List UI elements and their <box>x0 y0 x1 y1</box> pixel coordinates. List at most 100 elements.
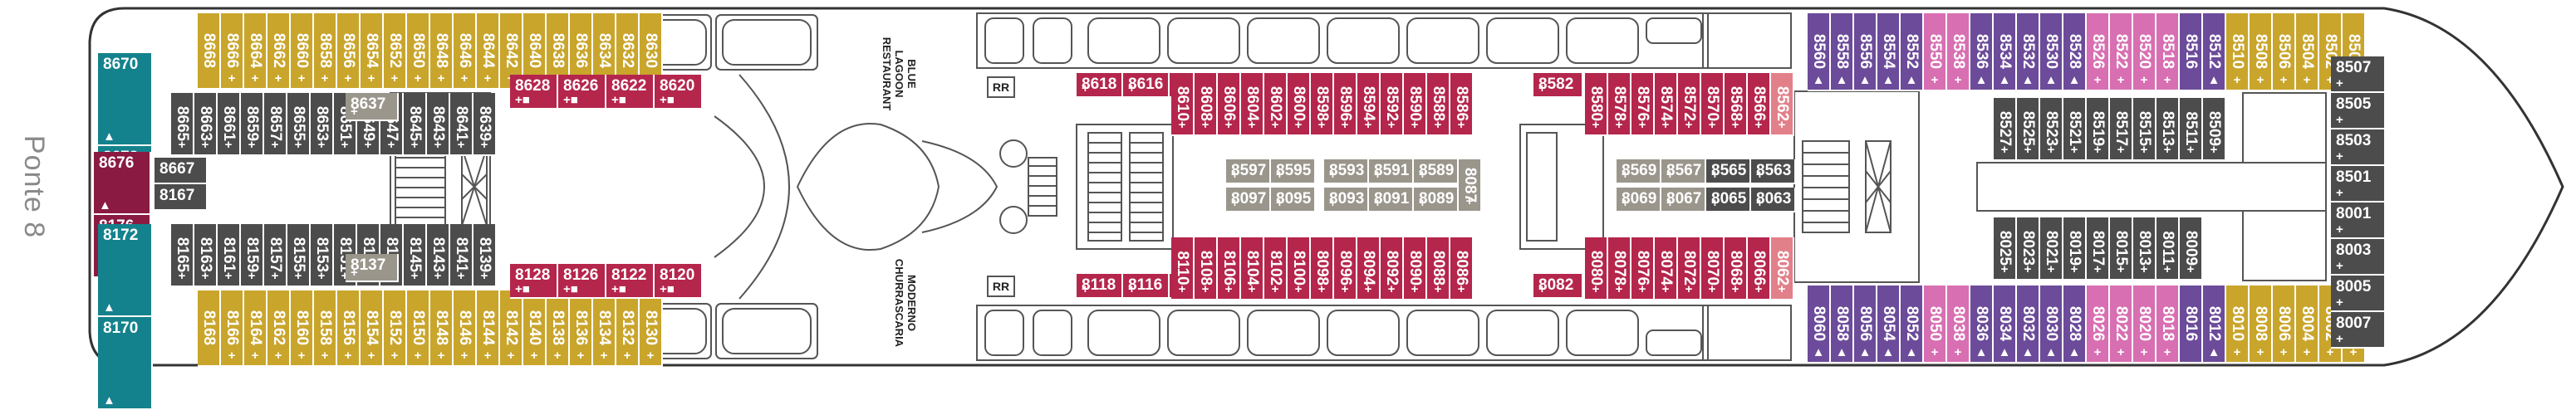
cabin-8143[interactable]: 8143+ <box>427 224 450 287</box>
cabin-8030[interactable]: 8030▲ <box>2040 286 2063 364</box>
cabin-8168[interactable]: 8168 <box>198 290 221 367</box>
cabin-8663[interactable]: 8663+ <box>194 93 218 156</box>
cabin-8594[interactable]: 8594+ <box>1357 73 1381 136</box>
cabin-8657[interactable]: 8657+ <box>264 93 287 156</box>
cabin-8086[interactable]: 8086+ <box>1450 237 1474 300</box>
cabin-8017[interactable]: 8017+ <box>2087 217 2110 281</box>
cabin-8153[interactable]: 8153+ <box>311 224 334 287</box>
cabin-8538[interactable]: 8538+ <box>1947 13 1970 91</box>
cabin-8018[interactable]: 8018+ <box>2156 286 2180 364</box>
cabin-8036[interactable]: 8036▲ <box>1970 286 1994 364</box>
cabin-8648[interactable]: 8648+ <box>430 13 454 90</box>
cabin-8568[interactable]: 8568+ <box>1725 73 1748 136</box>
cabin-8628[interactable]: 8628+■ <box>510 75 558 110</box>
cabin-8653[interactable]: 8653+ <box>311 93 334 156</box>
cabin-8510[interactable]: 8510+ <box>2226 13 2250 91</box>
cabin-8025[interactable]: 8025+ <box>1994 217 2017 281</box>
cabin-8626[interactable]: 8626+■ <box>558 75 606 110</box>
cabin-8157[interactable]: 8157+ <box>264 224 287 287</box>
cabin-8522[interactable]: 8522+ <box>2110 13 2133 91</box>
cabin-8155[interactable]: 8155+ <box>287 224 311 287</box>
cabin-8154[interactable]: 8154+ <box>361 290 384 367</box>
cabin-8164[interactable]: 8164+ <box>244 290 267 367</box>
cabin-8567[interactable]: 8567+ <box>1661 159 1706 184</box>
cabin-8063[interactable]: 8063+ <box>1751 188 1796 212</box>
cabin-8110[interactable]: 8110+ <box>1171 237 1195 300</box>
cabin-8092[interactable]: 8092+ <box>1381 237 1404 300</box>
cabin-8104[interactable]: 8104+ <box>1241 237 1264 300</box>
cabin-8527[interactable]: 8527+ <box>1994 98 2017 161</box>
cabin-8141[interactable]: 8141+ <box>450 224 473 287</box>
cabin-8021[interactable]: 8021+ <box>2040 217 2063 281</box>
cabin-8089[interactable]: 8089+ <box>1414 188 1459 212</box>
cabin-8140[interactable]: 8140+ <box>523 290 547 367</box>
cabin-8100[interactable]: 8100+ <box>1288 237 1311 300</box>
cabin-8503[interactable]: 8503+ <box>2331 129 2386 166</box>
cabin-8620[interactable]: 8620+■ <box>655 75 703 110</box>
cabin-8167[interactable]: 8167 <box>155 184 208 211</box>
cabin-8644[interactable]: 8644+ <box>477 13 500 90</box>
cabin-8006[interactable]: 8006+ <box>2273 286 2296 364</box>
cabin-8091[interactable]: 8091+ <box>1369 188 1414 212</box>
cabin-8519[interactable]: 8519+ <box>2087 98 2110 161</box>
cabin-8172[interactable]: 8172▲ <box>98 224 153 317</box>
cabin-8667[interactable]: 8667 <box>155 158 208 184</box>
cabin-8032[interactable]: 8032▲ <box>2017 286 2040 364</box>
cabin-8665[interactable]: 8665+ <box>171 93 194 156</box>
cabin-8165[interactable]: 8165+ <box>171 224 194 287</box>
cabin-8520[interactable]: 8520+ <box>2133 13 2156 91</box>
cabin-8007[interactable]: 8007+ <box>2331 312 2386 349</box>
cabin-8072[interactable]: 8072+ <box>1678 237 1701 300</box>
cabin-8562[interactable]: 8562+ <box>1771 73 1794 136</box>
cabin-8570[interactable]: 8570+ <box>1701 73 1725 136</box>
cabin-8588[interactable]: 8588+ <box>1427 73 1450 136</box>
cabin-8596[interactable]: 8596+ <box>1334 73 1357 136</box>
cabin-8066[interactable]: 8066+ <box>1748 237 1771 300</box>
cabin-8130[interactable]: 8130+ <box>640 290 663 367</box>
cabin-8506[interactable]: 8506+ <box>2273 13 2296 91</box>
cabin-8034[interactable]: 8034▲ <box>1994 286 2017 364</box>
cabin-8078[interactable]: 8078+ <box>1608 237 1631 300</box>
cabin-8004[interactable]: 8004+ <box>2296 286 2319 364</box>
cabin-8005[interactable]: 8005+ <box>2331 276 2386 312</box>
cabin-8152[interactable]: 8152+ <box>384 290 407 367</box>
cabin-8606[interactable]: 8606+ <box>1218 73 1241 136</box>
cabin-8662[interactable]: 8662+ <box>267 13 291 90</box>
cabin-8560[interactable]: 8560▲ <box>1808 13 1831 91</box>
cabin-8087[interactable]: 8087+ <box>1459 159 1482 212</box>
cabin-8070[interactable]: 8070+ <box>1701 237 1725 300</box>
cabin-8162[interactable]: 8162+ <box>267 290 291 367</box>
cabin-8618[interactable]: 8618+ <box>1077 73 1123 98</box>
cabin-8639[interactable]: 8639+ <box>473 93 497 156</box>
cabin-8550[interactable]: 8550+ <box>1924 13 1947 91</box>
cabin-8015[interactable]: 8015+ <box>2110 217 2133 281</box>
cabin-8020[interactable]: 8020+ <box>2133 286 2156 364</box>
cabin-8525[interactable]: 8525+ <box>2017 98 2040 161</box>
cabin-8534[interactable]: 8534▲ <box>1994 13 2017 91</box>
cabin-8660[interactable]: 8660+ <box>291 13 314 90</box>
cabin-8158[interactable]: 8158+ <box>314 290 337 367</box>
cabin-8666[interactable]: 8666+ <box>221 13 244 90</box>
cabin-8554[interactable]: 8554▲ <box>1877 13 1901 91</box>
cabin-8501[interactable]: 8501+ <box>2331 166 2386 203</box>
cabin-8093[interactable]: 8093+ <box>1324 188 1369 212</box>
cabin-8572[interactable]: 8572+ <box>1678 73 1701 136</box>
cabin-8163[interactable]: 8163+ <box>194 224 218 287</box>
cabin-8054[interactable]: 8054▲ <box>1877 286 1901 364</box>
cabin-8616[interactable]: 8616+ <box>1123 73 1170 98</box>
cabin-8532[interactable]: 8532▲ <box>2017 13 2040 91</box>
cabin-8528[interactable]: 8528▲ <box>2063 13 2087 91</box>
cabin-8011[interactable]: 8011+ <box>2156 217 2180 281</box>
cabin-8142[interactable]: 8142+ <box>500 290 523 367</box>
cabin-8052[interactable]: 8052▲ <box>1901 286 1924 364</box>
cabin-8010[interactable]: 8010+ <box>2226 286 2250 364</box>
cabin-8593[interactable]: 8593+ <box>1324 159 1369 184</box>
cabin-8508[interactable]: 8508+ <box>2250 13 2273 91</box>
cabin-8655[interactable]: 8655+ <box>287 93 311 156</box>
cabin-8056[interactable]: 8056▲ <box>1854 286 1877 364</box>
cabin-8513[interactable]: 8513+ <box>2156 98 2180 161</box>
cabin-8518[interactable]: 8518+ <box>2156 13 2180 91</box>
cabin-8069[interactable]: 8069+ <box>1617 188 1661 212</box>
cabin-8028[interactable]: 8028▲ <box>2063 286 2087 364</box>
cabin-8664[interactable]: 8664+ <box>244 13 267 90</box>
